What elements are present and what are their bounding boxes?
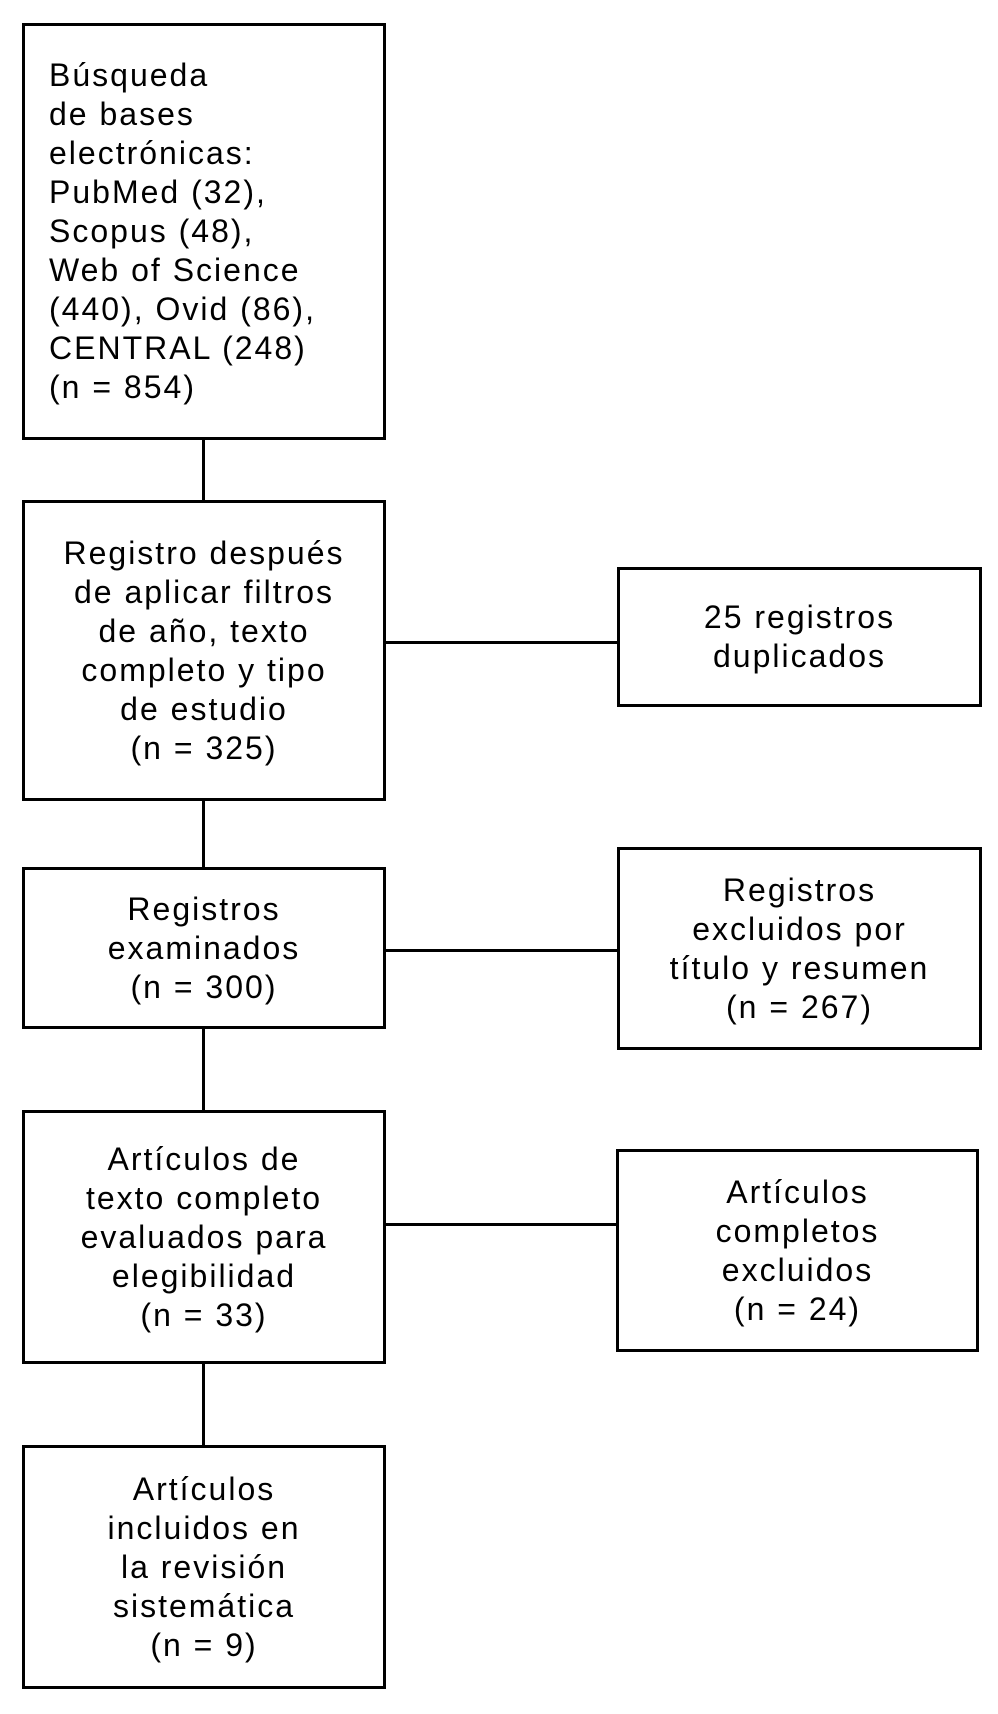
flow-box-database-search: Búsqueda de bases electrónicas: PubMed (… <box>22 23 386 440</box>
flow-box-after-filters-text: Registro después de aplicar filtros de a… <box>63 534 345 766</box>
flow-box-fulltext-excluded: Artículos completos excluidos (n = 24) <box>616 1149 979 1352</box>
connector-screened-to-fulltext <box>202 1029 205 1110</box>
connector-fulltext-to-excluded <box>386 1223 616 1226</box>
flow-box-after-filters: Registro después de aplicar filtros de a… <box>22 500 386 801</box>
connector-fulltext-to-included <box>202 1364 205 1445</box>
flow-box-fulltext-assessed: Artículos de texto completo evaluados pa… <box>22 1110 386 1364</box>
flow-box-records-screened: Registros examinados (n = 300) <box>22 867 386 1029</box>
flow-box-included-text: Artículos incluidos en la revisión siste… <box>107 1470 301 1663</box>
flow-box-duplicates: 25 registros duplicados <box>617 567 982 707</box>
flow-box-records-screened-text: Registros examinados (n = 300) <box>107 890 301 1005</box>
connector-screened-to-excluded <box>386 949 617 952</box>
flow-box-fulltext-assessed-text: Artículos de texto completo evaluados pa… <box>80 1140 328 1333</box>
connector-search-to-filters <box>202 440 205 500</box>
flow-box-duplicates-text: 25 registros duplicados <box>703 599 896 674</box>
flow-box-excluded-title-abstract-text: Registros excluidos por título y resumen… <box>669 871 930 1025</box>
connector-filters-to-duplicates <box>386 641 617 644</box>
flow-box-excluded-title-abstract: Registros excluidos por título y resumen… <box>617 847 982 1050</box>
flow-box-database-search-text: Búsqueda de bases electrónicas: PubMed (… <box>49 57 316 405</box>
flow-box-included: Artículos incluidos en la revisión siste… <box>22 1445 386 1689</box>
connector-filters-to-screened <box>202 801 205 867</box>
flow-box-fulltext-excluded-text: Artículos completos excluidos (n = 24) <box>715 1173 880 1327</box>
